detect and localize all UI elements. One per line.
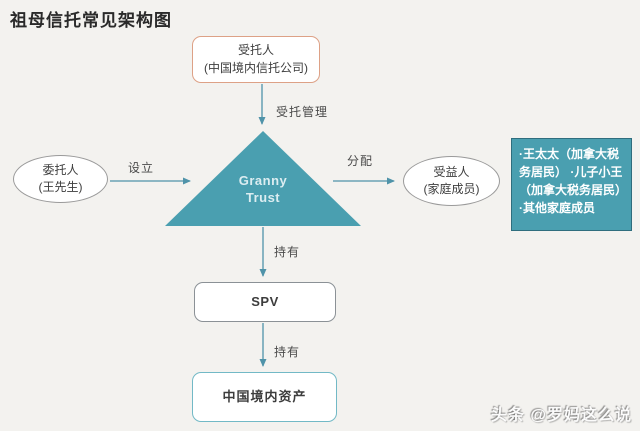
- beneficiary-name: 受益人: [433, 164, 470, 179]
- node-spv[interactable]: SPV: [194, 282, 336, 322]
- page-title: 祖母信托常见架构图: [10, 11, 172, 30]
- beneficiary-subtitle: (家庭成员): [423, 182, 480, 196]
- settlor-subtitle: (王先生): [38, 180, 83, 194]
- beneficiary-list-item: ·其他家庭成员: [519, 201, 595, 215]
- trust-name-line1: Granny: [238, 173, 288, 188]
- watermark: 头条 @罗妈这么说: [490, 407, 632, 424]
- edge-label-manage: 受托管理: [276, 105, 329, 119]
- trust-triangle-label: Granny Trust: [213, 172, 313, 206]
- beneficiary-list-box[interactable]: ·王太太（加拿大税务居民） ·儿子小王（加拿大税务居民） ·其他家庭成员: [511, 138, 632, 231]
- node-settlor[interactable]: 委托人 (王先生): [13, 155, 108, 203]
- trustee-name: 受托人: [237, 43, 274, 58]
- node-assets[interactable]: 中国境内资产: [192, 372, 337, 422]
- trustee-subtitle: (中国境内信托公司): [204, 60, 308, 75]
- node-beneficiary[interactable]: 受益人 (家庭成员): [403, 156, 500, 206]
- assets-label: 中国境内资产: [222, 388, 307, 404]
- settlor-name: 委托人: [42, 162, 79, 177]
- beneficiary-list-item: ·儿子小王（加拿大税务居民）: [519, 165, 628, 197]
- edge-label-distribute: 分配: [347, 154, 374, 168]
- beneficiary-list-item: ·王太太（加拿大税务居民）: [519, 147, 619, 179]
- edge-label-hold2: 持有: [274, 345, 301, 359]
- spv-label: SPV: [251, 293, 279, 309]
- node-trustee[interactable]: 受托人 (中国境内信托公司): [192, 36, 320, 83]
- trust-name-line2: Trust: [245, 190, 281, 205]
- edge-label-hold1: 持有: [274, 245, 301, 259]
- trust-triangle[interactable]: [165, 131, 361, 226]
- edge-label-setup: 设立: [128, 161, 155, 175]
